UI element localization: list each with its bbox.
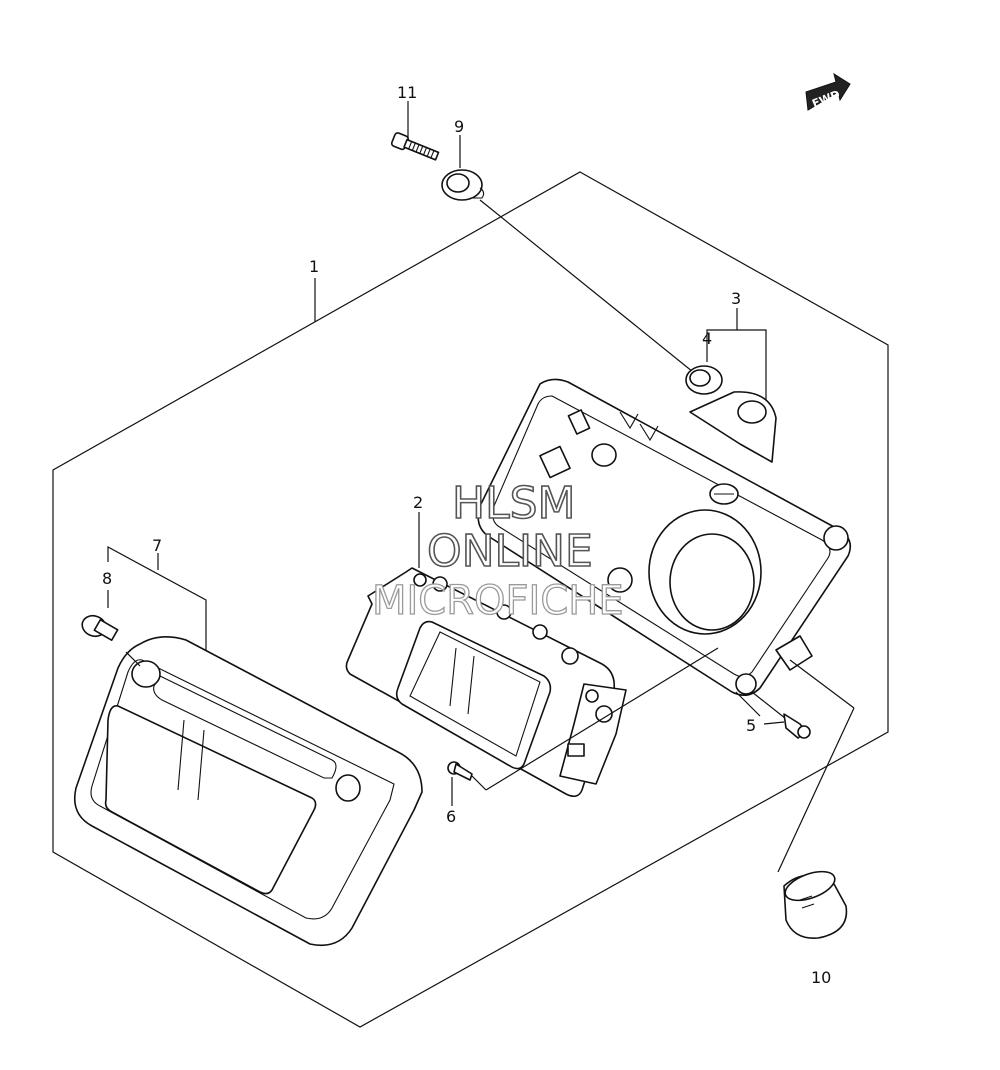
callout-10: 10 bbox=[811, 968, 831, 987]
meter-case-3 bbox=[477, 378, 852, 696]
assembly-outline bbox=[52, 171, 889, 1028]
callout-2: 2 bbox=[413, 493, 423, 512]
screw-11 bbox=[390, 101, 440, 161]
grommet-9 bbox=[441, 135, 485, 201]
lens-cover-7 bbox=[73, 545, 423, 947]
watermark-line3: MICROFICHE bbox=[372, 578, 624, 624]
callout-8: 8 bbox=[102, 569, 112, 588]
screw-5 bbox=[751, 691, 811, 739]
bracket-3-4 bbox=[706, 308, 767, 410]
callout-5: 5 bbox=[746, 716, 756, 735]
bulb-10 bbox=[777, 659, 855, 939]
watermark-line2: ONLINE bbox=[427, 526, 593, 577]
leader-9 bbox=[479, 199, 699, 377]
callout-11: 11 bbox=[397, 83, 417, 102]
callout-6: 6 bbox=[446, 807, 456, 826]
callout-9: 9 bbox=[454, 117, 464, 136]
callout-7: 7 bbox=[152, 536, 162, 555]
meter-panel-2 bbox=[345, 512, 627, 798]
screw-6 bbox=[447, 647, 719, 806]
leader-case-lower bbox=[735, 691, 761, 717]
grommet-4 bbox=[685, 365, 723, 395]
watermark-line1: HLSM bbox=[452, 478, 576, 529]
screw-8 bbox=[81, 614, 119, 641]
callout-4: 4 bbox=[702, 329, 712, 348]
callout-1: 1 bbox=[309, 257, 319, 276]
fwd-arrow-icon: FWD bbox=[805, 72, 851, 111]
callout-3: 3 bbox=[731, 289, 741, 308]
